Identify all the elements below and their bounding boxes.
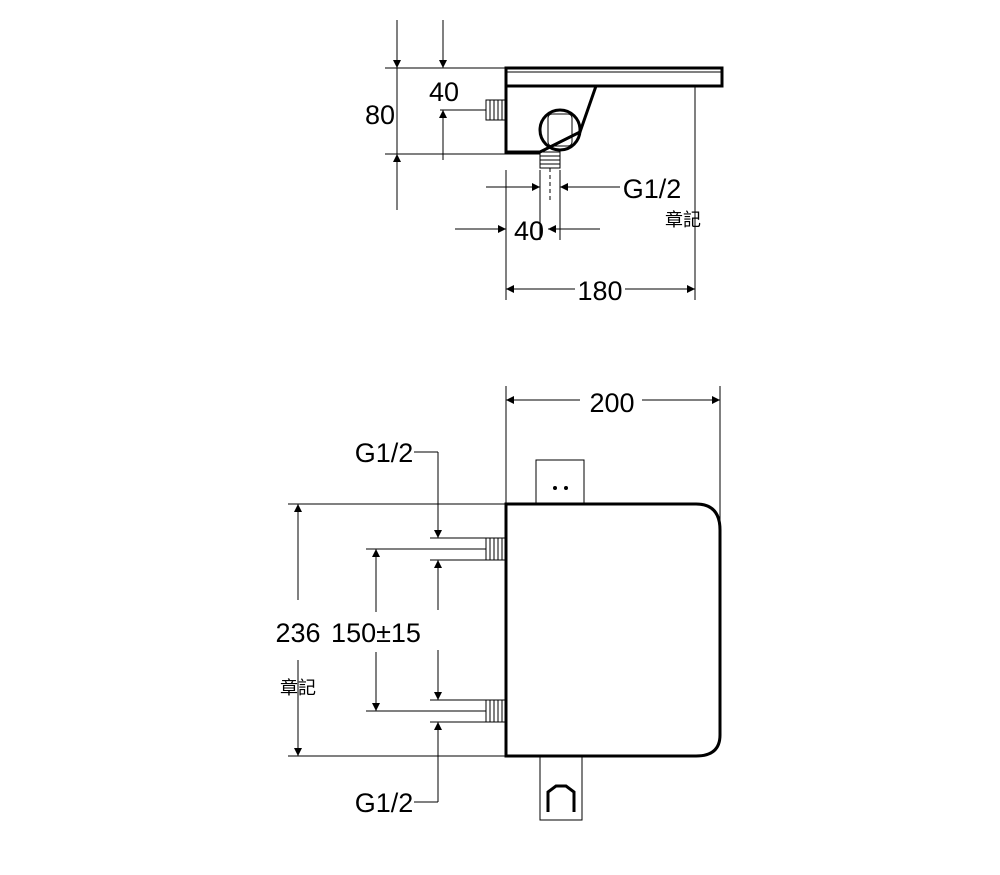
dim-thread-bottom: G1/2 — [355, 788, 414, 818]
handle-grip — [547, 113, 573, 147]
note-front-view: 章記 — [280, 678, 316, 699]
inlet-nipple-upper — [485, 537, 507, 561]
dim-thread-top: G1/2 — [355, 438, 414, 468]
dim-height-total: 80 — [365, 100, 395, 130]
spout-plate — [504, 66, 724, 88]
dim-outlet-width: 40 — [514, 216, 544, 246]
mixer-body — [504, 502, 722, 758]
body-profile — [504, 85, 598, 154]
top-cap — [535, 459, 585, 505]
inlet-nipple-lower — [485, 699, 507, 723]
dim-height: 236 — [275, 618, 320, 648]
inlet-nipple — [485, 99, 507, 121]
note-top-view: 章記 — [665, 210, 701, 231]
dim-thread-top-view: G1/2 — [623, 174, 682, 204]
dim-width: 200 — [589, 388, 634, 418]
front-view: 200 G1/2 G1/2 236 章記 150±15 — [275, 386, 722, 821]
dim-inlet-offset: 40 — [429, 77, 459, 107]
hose-holder-slot — [546, 784, 576, 812]
top-view: 80 40 G1/2 章記 40 180 — [365, 20, 724, 306]
hose-holder — [539, 756, 583, 821]
dim-inlet-spacing: 150±15 — [331, 618, 421, 648]
dim-depth: 180 — [577, 276, 622, 306]
handle-knob — [538, 108, 582, 152]
